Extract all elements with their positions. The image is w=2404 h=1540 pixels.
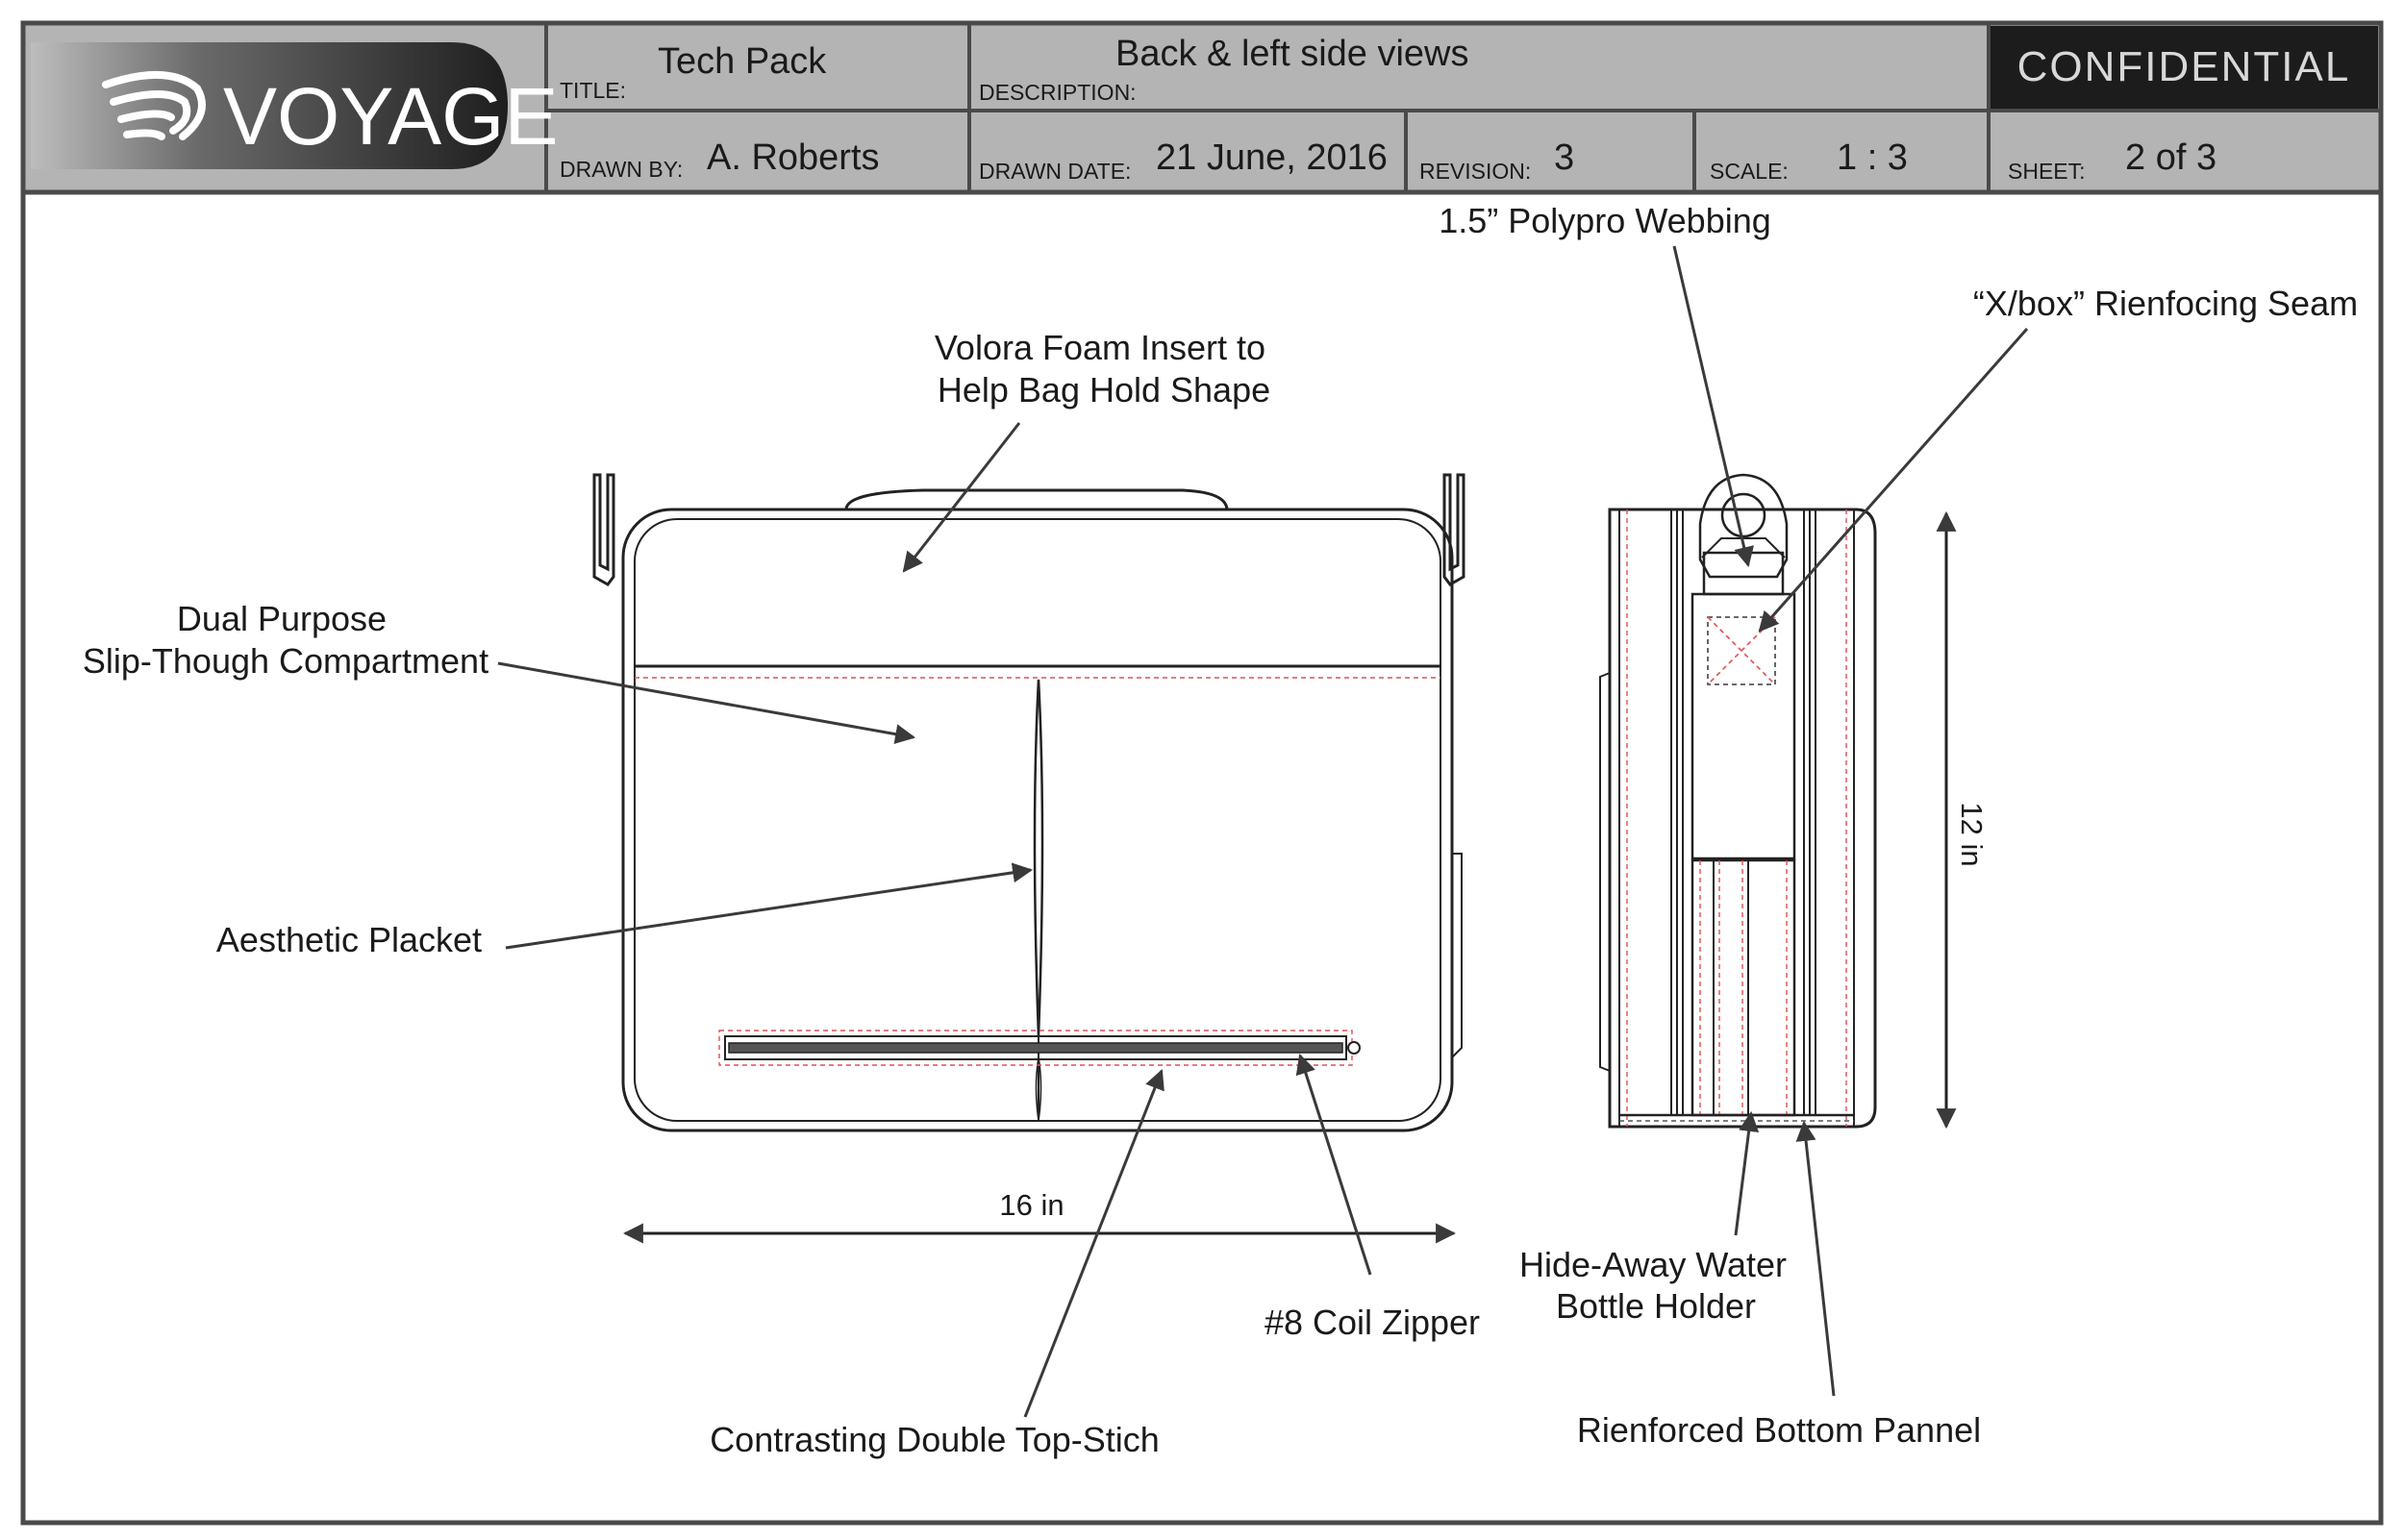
callout-xbox-seam: “X/box” Rienfocing Seam xyxy=(1758,284,2358,633)
callout-webbing: 1.5” Polypro Webbing xyxy=(1439,201,1771,568)
callout-bottle-holder: Hide-Away Water Bottle Holder xyxy=(1519,1110,1787,1326)
callout-topstitch-text: Contrasting Double Top-Stich xyxy=(710,1420,1160,1459)
callout-foam-line2: Help Bag Hold Shape xyxy=(938,370,1270,410)
title-value: Tech Pack xyxy=(658,41,827,82)
callout-zipper: #8 Coil Zipper xyxy=(1265,1054,1480,1342)
callout-slip-compartment: Dual Purpose Slip-Though Compartment xyxy=(83,599,916,745)
scale-value: 1 : 3 xyxy=(1837,137,1908,178)
coil-zipper xyxy=(718,1030,1361,1066)
callout-bottom-panel: Rienforced Bottom Pannel xyxy=(1577,1120,1981,1450)
callout-slip-line1: Dual Purpose xyxy=(177,599,387,638)
sheet-value: 2 of 3 xyxy=(2125,137,2216,178)
bag-side-view xyxy=(1599,473,1877,1129)
revision-label: REVISION: xyxy=(1419,159,1531,184)
sheet-border xyxy=(20,20,2384,1526)
callout-topstitch: Contrasting Double Top-Stich xyxy=(710,1069,1164,1459)
drawn-by-label: DRAWN BY: xyxy=(560,157,683,182)
dimension-width: 16 in xyxy=(622,1188,1457,1244)
callout-zipper-text: #8 Coil Zipper xyxy=(1265,1303,1480,1342)
callout-foam-insert: Volora Foam Insert to Help Bag Hold Shap… xyxy=(902,328,1270,573)
sheet-label: SHEET: xyxy=(2008,159,2086,184)
drawn-date-value: 21 June, 2016 xyxy=(1156,137,1388,178)
right-clip xyxy=(1442,473,1465,586)
voyage-logo: VOYAGE xyxy=(31,42,559,169)
webbing-buckle xyxy=(1698,473,1789,579)
logo-text: VOYAGE xyxy=(223,71,559,161)
description-value: Back & left side views xyxy=(1115,34,1468,74)
dimension-height: 12 in xyxy=(1936,510,1989,1130)
callout-slip-line2: Slip-Though Compartment xyxy=(83,641,488,681)
revision-value: 3 xyxy=(1554,137,1574,178)
bag-outer-shell xyxy=(621,508,1454,1132)
callout-bottle-line1: Hide-Away Water xyxy=(1519,1245,1787,1284)
bag-back-view xyxy=(592,473,1465,1132)
callout-webbing-text: 1.5” Polypro Webbing xyxy=(1439,201,1771,240)
callout-placket: Aesthetic Placket xyxy=(216,862,1034,959)
dimension-height-label: 12 in xyxy=(1955,802,1989,866)
dimension-width-label: 16 in xyxy=(999,1188,1064,1222)
drawn-by-value: A. Roberts xyxy=(707,137,880,178)
confidential-box xyxy=(1991,26,2378,109)
callout-foam-line1: Volora Foam Insert to xyxy=(935,328,1265,367)
callout-placket-text: Aesthetic Placket xyxy=(216,920,482,959)
top-handle xyxy=(844,488,1229,510)
drawn-date-label: DRAWN DATE: xyxy=(979,159,1131,184)
title-block: VOYAGE TITLE: Tech Pack DESCRIPTION: Bac… xyxy=(20,20,2384,195)
scale-label: SCALE: xyxy=(1710,159,1789,184)
left-clip xyxy=(592,473,615,586)
callout-bottom-text: Rienforced Bottom Pannel xyxy=(1577,1410,1981,1450)
callout-xbox-text: “X/box” Rienfocing Seam xyxy=(1973,284,2358,323)
title-label: TITLE: xyxy=(560,78,626,103)
xbox-seam xyxy=(1707,616,1776,685)
wing-icon xyxy=(102,70,206,140)
callout-bottle-line2: Bottle Holder xyxy=(1556,1286,1756,1326)
description-label: DESCRIPTION: xyxy=(979,80,1137,105)
confidential-label: CONFIDENTIAL xyxy=(2017,43,2351,90)
